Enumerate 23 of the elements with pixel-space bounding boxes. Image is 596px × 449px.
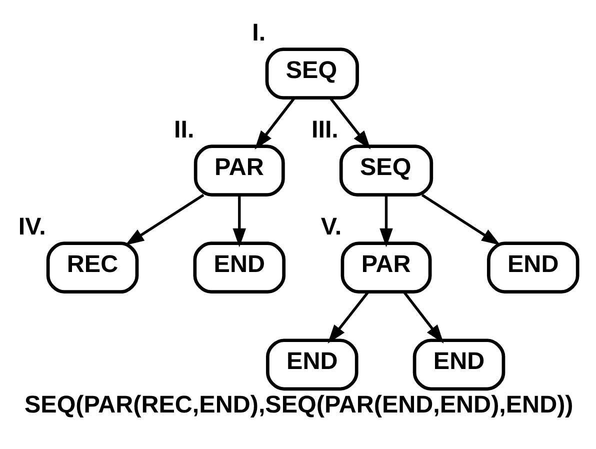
node-box: END (412, 338, 506, 391)
node-box: PAR (340, 242, 432, 294)
arrow (232, 195, 246, 248)
node-box: END (486, 242, 580, 294)
arrow (380, 195, 393, 248)
arrow (403, 291, 444, 344)
node-box: PAR (194, 144, 285, 197)
node-label: IV. (18, 213, 46, 240)
node-box: SEQ (265, 48, 359, 100)
caption: SEQ(PAR(REC,END),SEQ(PAR(END,END),END)) (24, 391, 574, 418)
node-label: I. (252, 19, 266, 46)
node-label: V. (320, 213, 342, 240)
node-box: END (193, 242, 286, 294)
node-box: REC (46, 242, 139, 294)
node-box: SEQ (339, 144, 434, 197)
arrow (125, 194, 204, 246)
node-label: III. (311, 116, 338, 144)
node-label: II. (174, 116, 194, 144)
arrow (254, 97, 296, 150)
arrow (328, 291, 369, 344)
node-box: END (266, 338, 358, 391)
arrow (421, 194, 500, 246)
arrow (329, 97, 371, 150)
